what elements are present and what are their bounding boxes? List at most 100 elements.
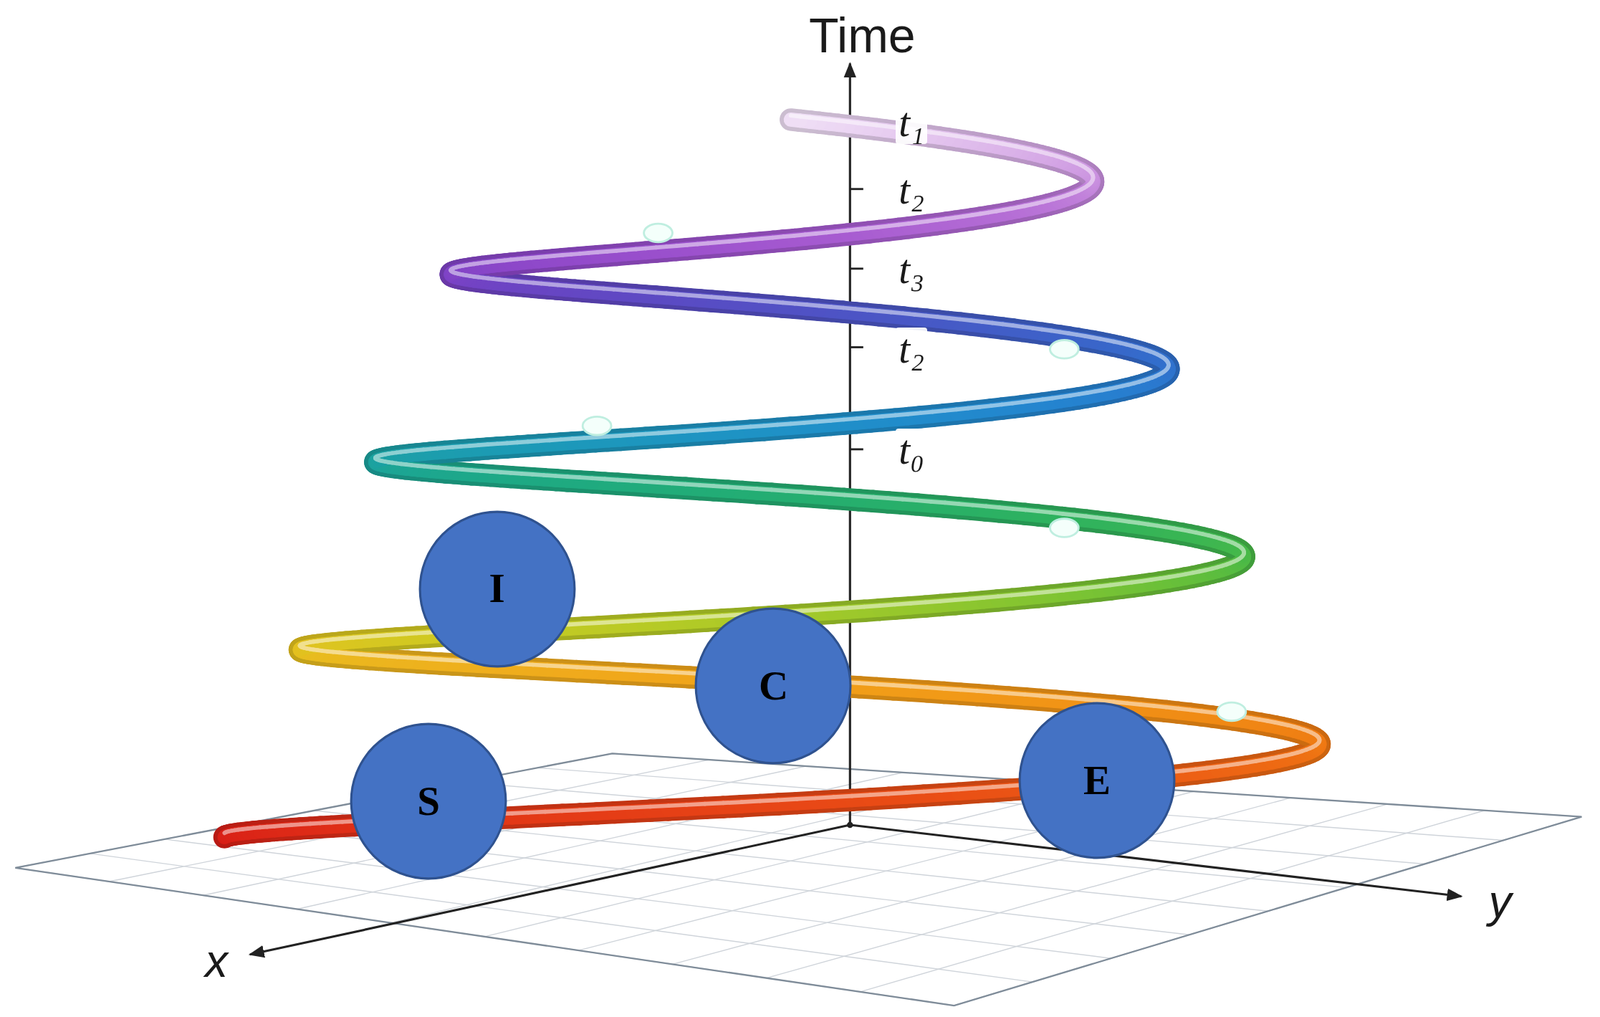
helix-highlight	[873, 497, 888, 499]
helix-highlight	[576, 667, 592, 668]
axis-tick	[849, 187, 864, 190]
helix-highlight	[1113, 701, 1128, 703]
helix-highlight	[958, 788, 976, 790]
origin-dot	[846, 821, 854, 829]
helix-highlight	[613, 621, 629, 622]
helix-highlight	[829, 493, 845, 495]
helix-highlight	[906, 791, 925, 794]
grid-border	[15, 753, 1582, 1006]
helix-highlight	[833, 607, 850, 609]
helix-highlight	[657, 482, 672, 483]
helix-highlight	[592, 667, 609, 669]
helix-segment	[791, 119, 801, 121]
helix-highlight	[1040, 695, 1056, 698]
helix-highlight	[628, 620, 644, 622]
helix-segment	[363, 450, 387, 474]
helix-highlight	[786, 490, 801, 492]
helix-highlight	[960, 689, 977, 691]
helix-highlight	[1085, 699, 1100, 701]
floor-grid	[15, 753, 1582, 1006]
helix-highlight	[940, 599, 956, 602]
helix-highlight	[930, 501, 946, 504]
helix-highlight	[800, 491, 815, 493]
helix-highlight	[916, 500, 931, 502]
helix-highlight	[727, 486, 743, 488]
helix-segment	[443, 266, 458, 282]
helix-highlight	[561, 666, 577, 668]
helix-highlight	[639, 670, 657, 672]
helix-segment	[288, 638, 312, 662]
helix-highlight	[562, 809, 580, 811]
helix-highlight	[624, 669, 640, 670]
helix-highlight	[993, 785, 1010, 787]
helix-highlight	[902, 499, 917, 501]
helix-highlight	[943, 688, 961, 691]
helix-segment	[368, 454, 384, 470]
helix-highlight	[706, 615, 723, 617]
helix-highlight	[1070, 697, 1085, 700]
helix-highlight	[705, 802, 724, 804]
helix-segment	[368, 454, 383, 470]
helix-highlight	[685, 484, 701, 486]
helix-highlight	[699, 485, 714, 486]
helix-highlight	[817, 609, 834, 610]
helix-highlight	[888, 792, 907, 794]
helix-highlight	[713, 485, 728, 487]
helix-highlight	[1099, 700, 1115, 703]
grid-line	[672, 797, 1291, 964]
helix-highlight	[547, 665, 563, 667]
helix-highlight	[614, 807, 633, 809]
y-axis	[849, 824, 1461, 897]
helix-highlight	[998, 595, 1012, 597]
helix-highlight	[815, 796, 835, 798]
helix-highlight	[644, 619, 660, 620]
helix-highlight	[945, 502, 959, 504]
helix-highlight	[983, 596, 999, 598]
grid-line	[484, 784, 1097, 936]
axis-tick	[849, 267, 864, 270]
helix-highlight	[955, 599, 970, 601]
helix-highlight	[671, 482, 685, 484]
helix-segment	[293, 642, 308, 658]
helix-highlight	[760, 799, 779, 801]
helix-highlight	[879, 604, 895, 607]
helix-highlight	[1055, 696, 1071, 698]
helix-highlight	[598, 621, 614, 623]
helix-highlight	[859, 495, 874, 498]
helix-highlight	[834, 796, 852, 797]
helix-highlight	[756, 488, 771, 490]
helix-highlight	[656, 671, 673, 673]
helix-highlight	[512, 812, 529, 814]
helix-highlight	[976, 690, 994, 693]
helix-highlight	[925, 601, 941, 603]
helix-highlight	[844, 495, 860, 496]
helix-segment	[439, 263, 463, 287]
helix-highlight	[650, 805, 669, 807]
helix-highlight	[864, 605, 880, 607]
helix-highlight	[722, 614, 739, 616]
helix-highlight	[1008, 692, 1025, 695]
helix-highlight	[876, 684, 894, 686]
helix-highlight	[778, 798, 798, 800]
helix-highlight	[686, 803, 706, 805]
helix-highlight	[672, 672, 690, 673]
helix-highlight	[849, 606, 865, 608]
helix-highlight	[771, 489, 787, 491]
helix-highlight	[1024, 694, 1041, 696]
helix-highlight	[993, 692, 1009, 694]
helix-highlight	[741, 801, 761, 802]
helix-highlight	[742, 487, 757, 489]
helix-highlight	[851, 794, 870, 796]
helix-highlight	[608, 668, 625, 670]
helix-segment	[293, 642, 308, 658]
helix-highlight	[659, 618, 675, 620]
helix-highlight	[887, 497, 903, 500]
helix-highlight	[632, 806, 651, 808]
helix-highlight	[596, 808, 615, 809]
helix-highlight	[532, 664, 547, 665]
helix-highlight	[958, 503, 973, 506]
axis-tick	[849, 346, 864, 349]
helix-segment	[791, 119, 801, 121]
